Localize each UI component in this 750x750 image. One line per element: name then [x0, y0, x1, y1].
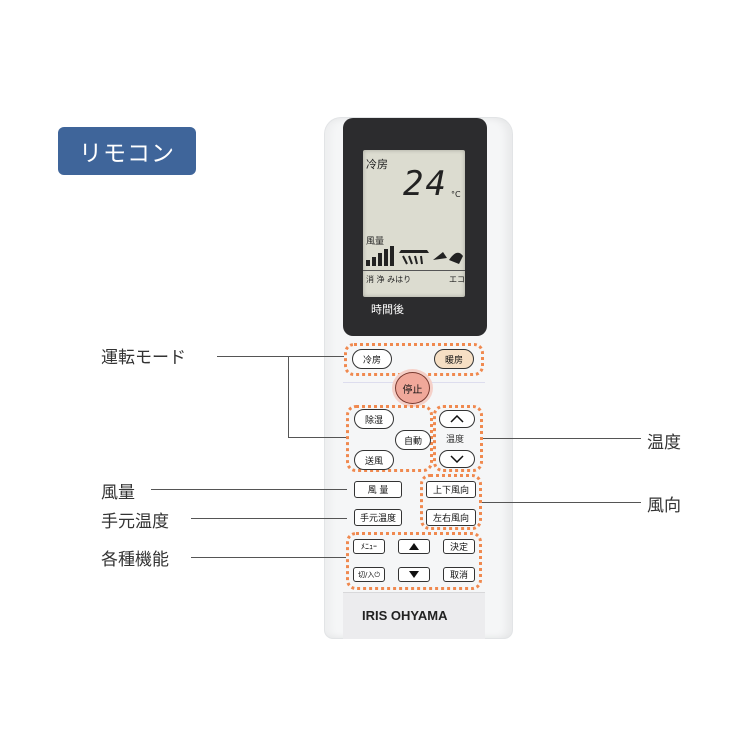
cool-button[interactable]: 冷房	[352, 349, 392, 369]
triangle-up-icon	[409, 543, 419, 550]
dry-button[interactable]: 除湿	[354, 409, 394, 429]
temp-down-button[interactable]	[439, 450, 475, 468]
timer-label: 時間後	[371, 303, 404, 316]
lcd-status-right: エコ	[449, 275, 465, 284]
temp-highlight	[433, 405, 483, 472]
confirm-button[interactable]: 決定	[443, 539, 475, 554]
vane-icon	[399, 250, 463, 265]
direction-highlight	[420, 474, 482, 530]
down-button[interactable]	[398, 567, 430, 582]
fan-button[interactable]: 送風	[354, 450, 394, 470]
leader-hand-temp	[191, 518, 347, 519]
leader-temp	[483, 438, 641, 439]
lcd-divider	[363, 270, 465, 271]
callout-hand-temp: 手元温度	[101, 512, 169, 532]
callout-temp: 温度	[647, 433, 681, 453]
brand-logo: IRIS OHYAMA	[362, 608, 448, 623]
heat-button[interactable]: 暖房	[434, 349, 474, 369]
leader-mode-vertical	[288, 356, 289, 437]
stop-button[interactable]: 停止	[395, 372, 430, 404]
chevron-up-icon	[450, 415, 464, 423]
hand-temp-button[interactable]: 手元温度	[354, 509, 402, 526]
functions-highlight	[346, 532, 482, 590]
menu-button[interactable]: ﾒﾆｭｰ	[353, 539, 385, 554]
chevron-down-icon	[450, 455, 464, 463]
fan-volume-button[interactable]: 風 量	[354, 481, 402, 498]
leader-direction	[482, 502, 641, 503]
callout-mode: 運転モード	[101, 348, 186, 368]
category-tag: リモコン	[58, 127, 196, 175]
callout-functions: 各種機能	[101, 550, 169, 570]
fan-level-icon	[366, 246, 394, 266]
leader-functions	[191, 557, 346, 558]
bottom-panel	[343, 592, 485, 639]
callout-fan: 風量	[101, 483, 135, 503]
lcd-fan-label: 風量	[366, 237, 385, 247]
temp-up-button[interactable]	[439, 410, 475, 428]
triangle-down-icon	[409, 571, 419, 578]
vertical-direction-button[interactable]: 上下風向	[426, 481, 476, 498]
leader-mode-branch	[288, 437, 346, 438]
callout-direction: 風向	[647, 496, 681, 516]
lcd-mode: 冷房	[366, 158, 388, 171]
lcd-temperature: 24	[403, 164, 448, 204]
leader-mode	[217, 356, 344, 357]
onoff-button[interactable]: 切/入⏻	[353, 567, 385, 582]
mode-highlight-2	[346, 405, 433, 472]
auto-button[interactable]: 自動	[395, 430, 431, 450]
cancel-button[interactable]: 取消	[443, 567, 475, 582]
leader-fan	[151, 489, 347, 490]
temp-label: 温度	[446, 435, 465, 445]
horizontal-direction-button[interactable]: 左右風向	[426, 509, 476, 526]
lcd-display: 冷房 24 °C 風量 消 浄 みはり エコ	[363, 150, 465, 297]
lcd-unit: °C	[451, 190, 461, 199]
lcd-status-left: 消 浄 みはり	[366, 275, 412, 284]
up-button[interactable]	[398, 539, 430, 554]
